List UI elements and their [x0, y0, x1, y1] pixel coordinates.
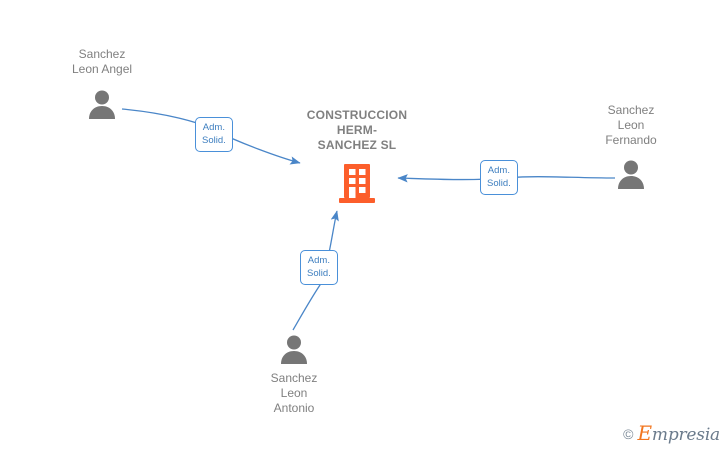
- relation-label-line-1: Adm.: [202, 122, 225, 133]
- relation-label-line-1: Adm.: [307, 255, 330, 266]
- company-title: CONSTRUCCION HERM- SANCHEZ SL: [306, 108, 408, 152]
- person-label: Sanchez Leon Fernando: [605, 103, 657, 147]
- company-node[interactable]: CONSTRUCCION HERM- SANCHEZ SL: [277, 108, 437, 206]
- relation-label-antonio[interactable]: Adm. Solid.: [300, 250, 338, 285]
- person-icon: [89, 90, 115, 119]
- company-icon-wrap: [277, 162, 437, 206]
- person-node-sanchez-leon-fernando[interactable]: Sanchez Leon Fernando: [556, 103, 706, 189]
- relation-label-line-2: Solid.: [202, 135, 226, 146]
- copyright-icon: ©: [623, 425, 634, 442]
- brand-wordmark: Empresia: [638, 423, 721, 444]
- person-icon: [618, 160, 644, 189]
- person-label: Sanchez Leon Angel: [71, 47, 133, 76]
- relation-label-line-2: Solid.: [307, 268, 331, 279]
- relation-label-line-1: Adm.: [487, 165, 510, 176]
- person-node-sanchez-leon-angel[interactable]: Sanchez Leon Angel: [27, 47, 177, 119]
- person-icon-wrap: [219, 334, 369, 364]
- brand-rest: mpresia: [651, 425, 720, 445]
- relation-label-angel[interactable]: Adm. Solid.: [195, 117, 233, 152]
- person-icon-wrap: [556, 159, 706, 189]
- person-node-sanchez-leon-antonio[interactable]: Sanchez Leon Antonio: [219, 334, 369, 416]
- relation-label-line-2: Solid.: [487, 178, 511, 189]
- watermark: © Empresia: [623, 423, 720, 444]
- person-label: Sanchez Leon Antonio: [270, 371, 318, 415]
- building-icon: [339, 164, 375, 203]
- person-icon: [281, 335, 307, 364]
- person-icon-wrap: [27, 89, 177, 119]
- brand-initial: E: [637, 421, 653, 445]
- relation-label-fernando[interactable]: Adm. Solid.: [480, 160, 518, 195]
